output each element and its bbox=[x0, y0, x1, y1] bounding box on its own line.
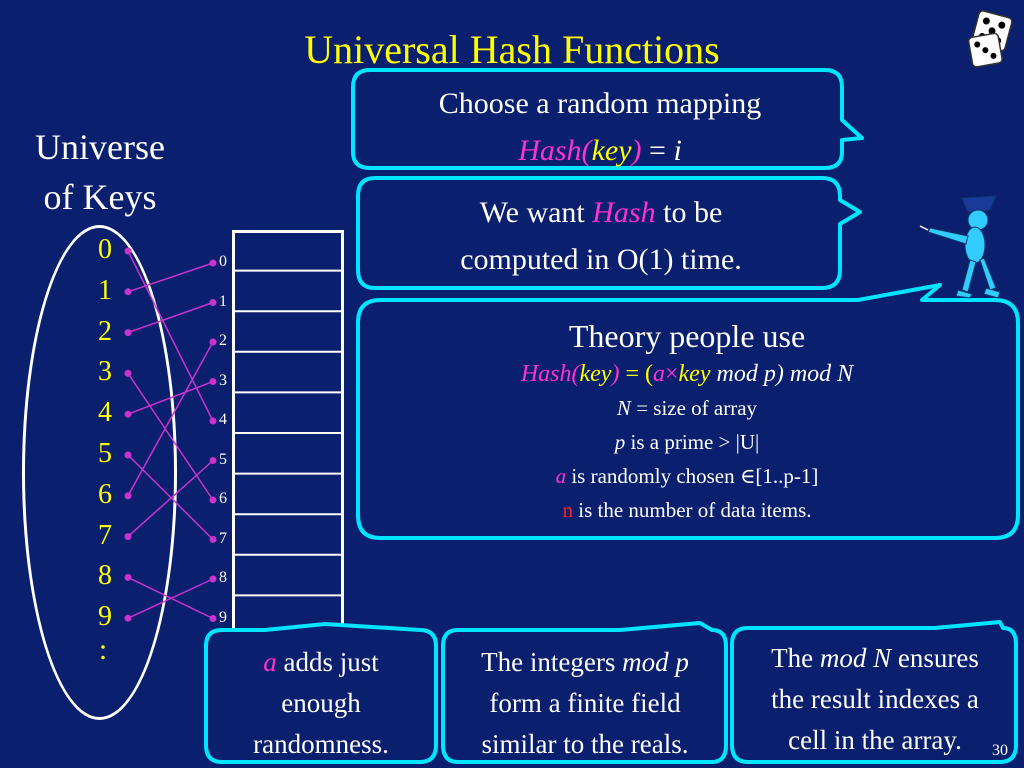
universe-label: Universe of Keys bbox=[10, 122, 190, 222]
key-dot bbox=[124, 451, 132, 459]
key-dot bbox=[124, 410, 132, 418]
slot-dot bbox=[209, 259, 217, 267]
slot-label-5: 5 bbox=[219, 450, 227, 468]
mapping-arrow bbox=[127, 578, 214, 619]
callout-mod-n: The mod N ensures the result indexes a c… bbox=[771, 643, 979, 755]
mapping-arrow bbox=[127, 250, 214, 422]
callout6-box bbox=[730, 620, 1018, 764]
key-1: 1 bbox=[98, 274, 112, 306]
mapping-arrow bbox=[127, 372, 214, 501]
slot-dot bbox=[209, 417, 217, 425]
callout-randomness: a adds just enough randomness. bbox=[253, 647, 389, 759]
callout3-heading: Theory people use bbox=[568, 318, 806, 354]
callout-theory: Theory people use Hash(key) = (a×key mod… bbox=[362, 315, 1012, 527]
mapping-arrow bbox=[127, 301, 214, 334]
callout-constant-time: We want Hash to be computed in O(1) time… bbox=[362, 189, 840, 283]
slot-label-2: 2 bbox=[219, 332, 227, 349]
mapping-arrow bbox=[127, 341, 214, 497]
key-dot bbox=[124, 329, 132, 337]
mapping-arrow bbox=[127, 454, 214, 541]
slot-label-3: 3 bbox=[219, 371, 227, 389]
callout3-box bbox=[356, 283, 1020, 540]
callout3-p-def: p is a prime > |U| bbox=[614, 430, 760, 454]
key-dot bbox=[124, 492, 132, 500]
callout2-box bbox=[356, 176, 862, 290]
slot-dot bbox=[209, 575, 217, 583]
key-8: 8 bbox=[98, 560, 112, 592]
callout3-nn-def: n is the number of data items. bbox=[562, 498, 812, 522]
slot-label-6: 6 bbox=[219, 490, 227, 507]
key-9: 9 bbox=[98, 601, 112, 633]
slot-label-0: 0 bbox=[219, 253, 227, 270]
key-2: 2 bbox=[98, 315, 112, 347]
key-7: 7 bbox=[98, 519, 112, 551]
page-number: 30 bbox=[992, 742, 1008, 759]
key-dot bbox=[124, 614, 132, 622]
callout3-n-def: N = size of array bbox=[616, 396, 758, 420]
key-0: 0 bbox=[98, 234, 112, 265]
slot-dot bbox=[209, 457, 217, 464]
callout1-line1: Choose a random mapping bbox=[438, 87, 762, 120]
key-dot bbox=[124, 369, 132, 377]
mapping-arrow bbox=[127, 380, 214, 415]
key-4: 4 bbox=[98, 397, 112, 429]
slot-label-9: 9 bbox=[219, 608, 227, 626]
slot-dot bbox=[209, 338, 217, 346]
callout1-box bbox=[351, 68, 864, 170]
callout3-formula: Hash(key) = (a×key mod p) mod N bbox=[520, 361, 854, 387]
callout2-line2: computed in O(1) time. bbox=[460, 243, 742, 276]
slot-dot bbox=[209, 496, 217, 504]
callout4-box bbox=[204, 622, 438, 764]
universe-line1: Universe bbox=[35, 127, 165, 167]
slot-label-7: 7 bbox=[219, 529, 227, 547]
callout3-a-def: a is randomly chosen ∈[1..p-1] bbox=[555, 464, 819, 488]
slot-dot bbox=[209, 378, 217, 385]
mapping-arrow bbox=[127, 262, 214, 293]
key-dot bbox=[124, 533, 132, 541]
callout-finite-field: The integers mod p form a finite field s… bbox=[481, 647, 689, 759]
mapping-arrow bbox=[127, 459, 214, 538]
slot-dot bbox=[209, 299, 217, 306]
slot-label-1: 1 bbox=[219, 292, 227, 310]
slot-label-4: 4 bbox=[219, 411, 227, 428]
slot-label-8: 8 bbox=[219, 569, 227, 586]
keys-ellipsis: : bbox=[98, 633, 108, 666]
callout1-formula: Hash(key) = i bbox=[518, 134, 682, 167]
callout2-line1: We want Hash to be bbox=[479, 196, 723, 229]
page-title: Universal Hash Functions bbox=[304, 27, 720, 72]
keys-ellipse bbox=[22, 225, 177, 720]
universe-line2: of Keys bbox=[43, 177, 157, 217]
callout-random-mapping: Choose a random mapping Hash(key) = i bbox=[355, 80, 845, 174]
slot-dot bbox=[209, 615, 217, 622]
key-dot bbox=[124, 288, 132, 296]
key-5: 5 bbox=[98, 438, 112, 469]
callout5-box bbox=[441, 621, 728, 764]
key-dot bbox=[124, 573, 132, 581]
key-6: 6 bbox=[98, 478, 112, 510]
slot-dot bbox=[209, 536, 217, 543]
key-3: 3 bbox=[98, 356, 112, 388]
key-dot bbox=[124, 247, 132, 255]
